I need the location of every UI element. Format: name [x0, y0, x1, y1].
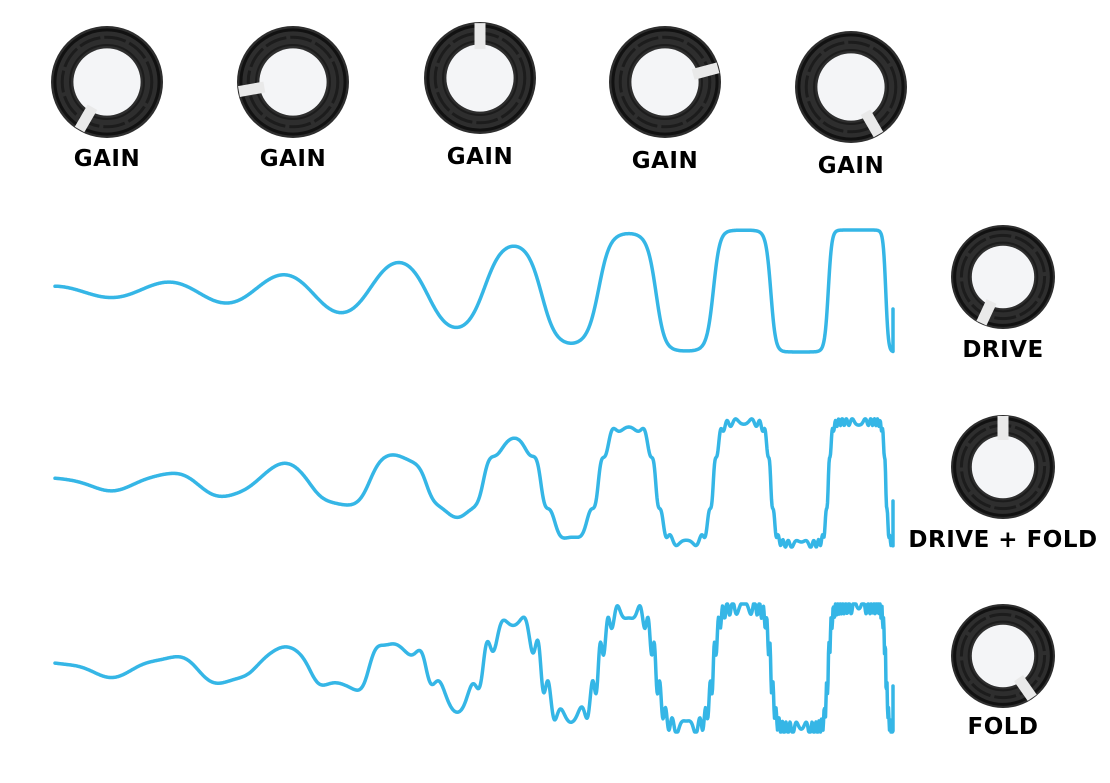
gain-knob-5[interactable] — [795, 31, 907, 143]
knob-pointer — [976, 299, 997, 326]
gain-knob-2[interactable] — [237, 26, 349, 138]
knob-inner-ring — [967, 620, 1039, 692]
knob-pointer — [74, 104, 98, 133]
drive-knob[interactable] — [951, 225, 1055, 329]
knob-cap — [971, 624, 1035, 688]
knob-inner-ring — [255, 44, 331, 120]
knob-cap — [971, 435, 1035, 499]
knob-pointer — [691, 62, 720, 80]
knob-cap — [259, 48, 327, 116]
gain-knob-1[interactable] — [51, 26, 163, 138]
knob-inner-ring — [813, 49, 889, 125]
drive-label: DRIVE — [962, 337, 1044, 363]
knob-cap — [971, 245, 1035, 309]
gain-label-5: GAIN — [817, 153, 885, 179]
gain-label-4: GAIN — [631, 148, 699, 174]
fold-label: FOLD — [967, 714, 1039, 740]
drive-waveform — [53, 228, 895, 354]
gain-knob-3[interactable] — [424, 22, 536, 134]
knob-rim — [797, 33, 905, 141]
fold-knob[interactable] — [951, 604, 1055, 708]
knob-rim — [611, 28, 719, 136]
knob-rim — [953, 227, 1053, 327]
gain-knob-4[interactable] — [609, 26, 721, 138]
knob-cap — [631, 48, 699, 116]
knob-rim — [53, 28, 161, 136]
knob-ring — [246, 35, 340, 129]
knob-cap — [73, 48, 141, 116]
knob-ring — [618, 35, 712, 129]
knob-ring — [60, 35, 154, 129]
gain-label-3: GAIN — [446, 144, 514, 170]
drive-fold-waveform — [53, 417, 895, 549]
knob-pointer — [237, 81, 266, 97]
fold-waveform — [53, 602, 895, 734]
knob-ring — [959, 612, 1047, 700]
knob-rim — [239, 28, 347, 136]
knob-rim — [953, 606, 1053, 706]
knob-ring — [804, 40, 898, 134]
knob-inner-ring — [69, 44, 145, 120]
knob-cap — [817, 53, 885, 121]
drive-fold-knob[interactable] — [951, 415, 1055, 519]
knob-cap — [446, 44, 514, 112]
knob-ring — [959, 233, 1047, 321]
drive-fold-label: DRIVE + FOLD — [908, 527, 1098, 553]
knob-inner-ring — [967, 241, 1039, 313]
gain-label-1: GAIN — [73, 146, 141, 172]
knob-pointer — [860, 109, 884, 138]
gain-label-2: GAIN — [259, 146, 327, 172]
knob-inner-ring — [627, 44, 703, 120]
knob-pointer — [1014, 674, 1037, 701]
